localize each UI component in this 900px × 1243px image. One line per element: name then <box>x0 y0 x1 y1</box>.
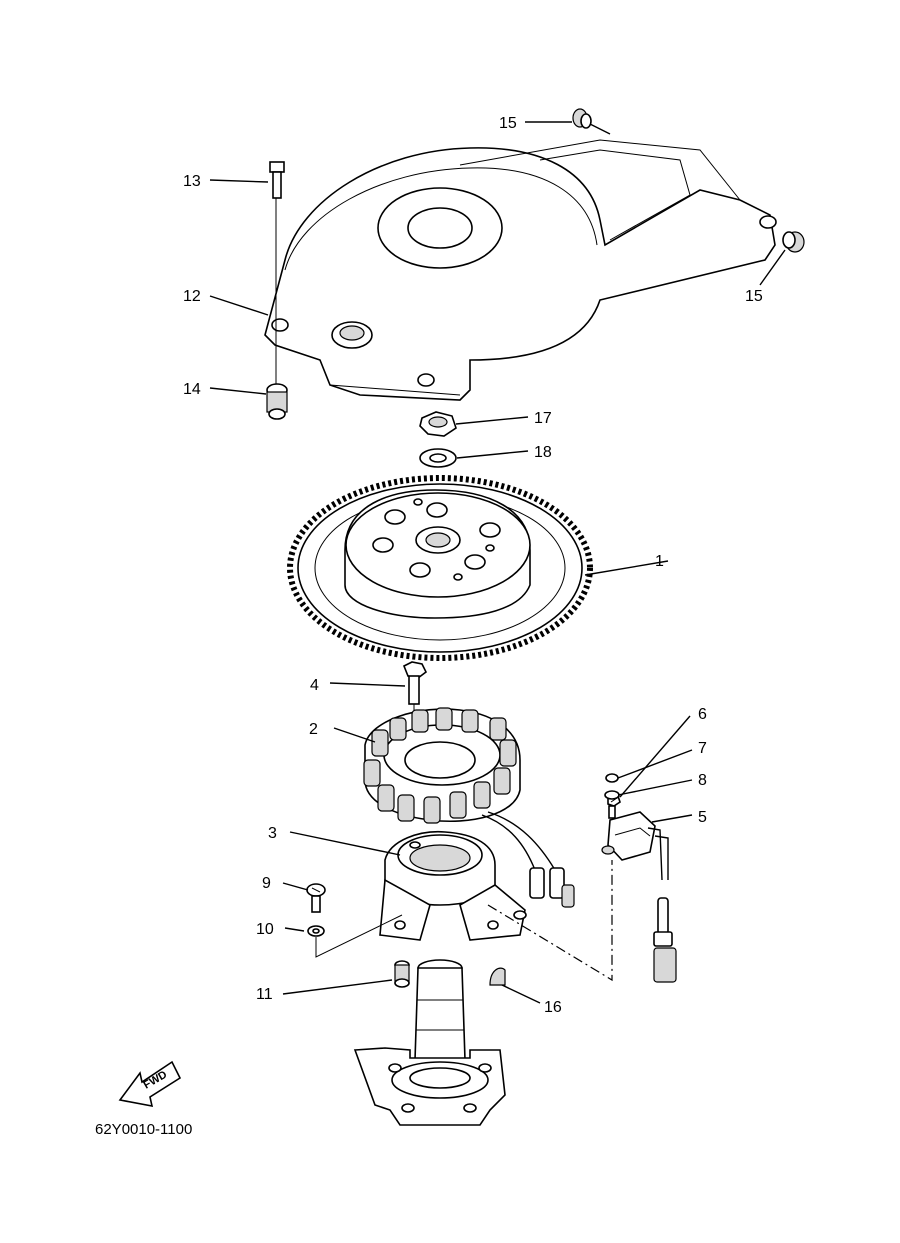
callout-9: 9 <box>262 875 271 892</box>
callout-8: 8 <box>698 772 707 789</box>
callout-18: 18 <box>534 444 552 461</box>
callout-13: 13 <box>183 173 201 190</box>
cover-damper <box>266 383 288 420</box>
callout-16: 16 <box>544 999 562 1016</box>
woodruff-key <box>489 967 506 986</box>
callout-12: 12 <box>183 288 201 305</box>
fwd-direction-arrow: FWD <box>118 1060 182 1108</box>
callout-14: 14 <box>183 381 201 398</box>
collar <box>394 960 410 988</box>
callout-2: 2 <box>309 721 318 738</box>
callout-10: 10 <box>256 921 274 938</box>
flywheel-assy <box>287 475 593 661</box>
flywheel-nut <box>419 411 457 437</box>
callout-5: 5 <box>698 809 707 826</box>
callout-4: 4 <box>310 677 319 694</box>
callout-numbers: 1 2 3 4 5 6 7 8 9 10 11 12 13 14 15 15 1… <box>183 115 763 1016</box>
base-screw <box>306 883 326 913</box>
cover-bolt <box>269 161 285 385</box>
assembly-lines <box>315 860 613 982</box>
callout-3: 3 <box>268 825 277 842</box>
grommet-right <box>782 231 805 253</box>
callout-11: 11 <box>256 986 273 1003</box>
callout-15-upper: 15 <box>499 115 517 132</box>
flywheel-washer <box>419 448 457 468</box>
callout-15-right: 15 <box>745 288 763 305</box>
base-washer <box>307 925 325 937</box>
callout-6: 6 <box>698 706 707 723</box>
diagram-reference-code: 62Y0010-1100 <box>95 1121 192 1138</box>
stator-base <box>379 830 527 941</box>
flywheel-cover <box>264 139 777 401</box>
crankshaft-block <box>353 959 506 1126</box>
grommet-upper <box>572 108 611 135</box>
callout-17: 17 <box>534 410 552 427</box>
ignition-coil <box>601 773 677 983</box>
callout-7: 7 <box>698 740 707 757</box>
leader-lines <box>209 121 786 1004</box>
stator-assy <box>363 707 575 908</box>
callout-1: 1 <box>655 553 664 570</box>
